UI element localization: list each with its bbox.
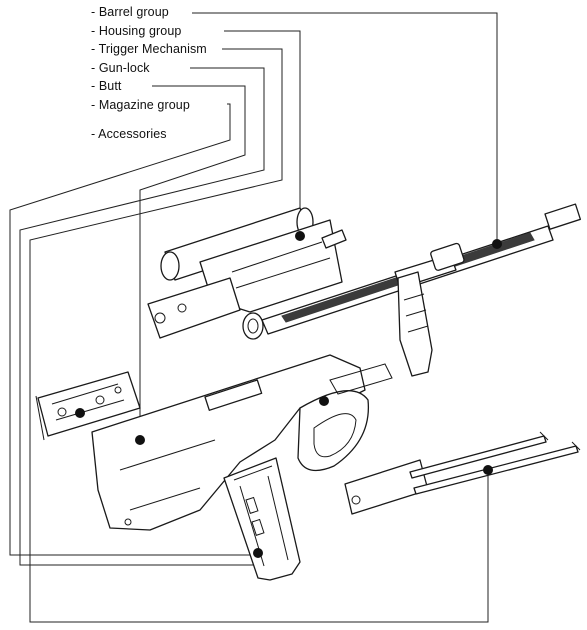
housing-group-drawing: [147, 207, 347, 339]
leader-butt: [139, 85, 246, 440]
label-accessories: - Accessories: [91, 127, 167, 141]
trigger-mechanism-drawing: [35, 371, 141, 441]
butt-stock-drawing: [91, 354, 393, 531]
label-barrel-group: - Barrel group: [91, 5, 169, 19]
barrel-group-drawing: [242, 203, 582, 377]
label-gun-lock: - Gun-lock: [91, 61, 150, 75]
bolt-and-accessories-drawing: [344, 431, 581, 515]
label-magazine-group: - Magazine group: [91, 98, 190, 112]
callout-dot-gun-lock: [483, 465, 493, 475]
callout-dot-housing: [295, 231, 305, 241]
label-housing-group: - Housing group: [91, 24, 181, 38]
callout-dot-barrel: [492, 239, 502, 249]
label-list: - Barrel group - Housing group - Trigger…: [91, 5, 207, 141]
magazine-drawing: [223, 457, 301, 581]
leader-trigger: [29, 48, 489, 623]
leader-housing: [224, 30, 301, 236]
leader-barrel: [192, 12, 498, 244]
leader-magazine: [9, 103, 258, 556]
callout-dot-trigger-mechanism: [319, 396, 329, 406]
label-butt: - Butt: [91, 79, 122, 93]
callout-dots: [75, 231, 502, 558]
label-trigger-mechanism: - Trigger Mechanism: [91, 42, 207, 56]
callout-dot-butt: [135, 435, 145, 445]
callout-dot-accessories: [75, 408, 85, 418]
callout-dot-magazine: [253, 548, 263, 558]
